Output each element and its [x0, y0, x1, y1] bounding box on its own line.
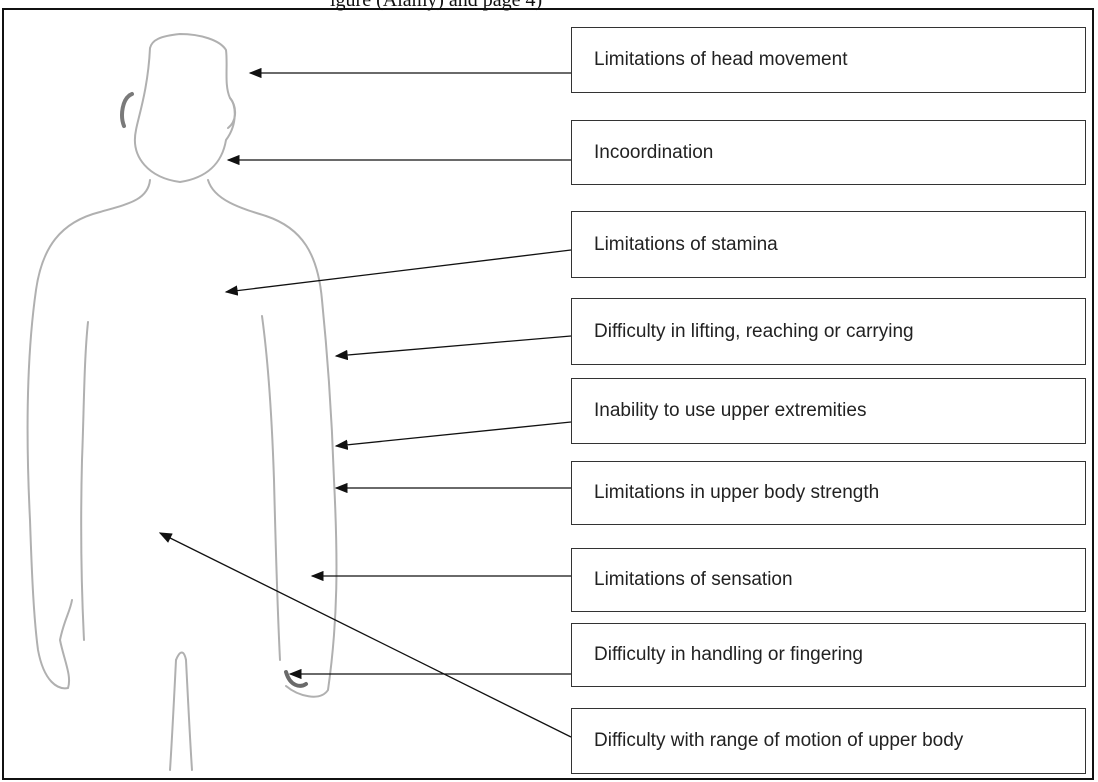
left-ear-outline — [122, 94, 132, 126]
label-head-movement: Limitations of head movement — [571, 27, 1086, 93]
label-incoordination: Incoordination — [571, 120, 1086, 185]
left-leg-line — [170, 660, 176, 770]
left-body-outline — [28, 180, 150, 688]
right-leg-line — [186, 660, 192, 770]
right-torso-line — [262, 316, 280, 660]
arrow-range-of-motion — [160, 533, 571, 737]
label-sensation: Limitations of sensation — [571, 548, 1086, 612]
crotch-line — [176, 653, 186, 661]
arrow-upper-extremities — [336, 422, 571, 446]
label-lifting-reaching-carrying: Difficulty in lifting, reaching or carry… — [571, 298, 1086, 365]
label-range-of-motion: Difficulty with range of motion of upper… — [571, 708, 1086, 774]
head-outline — [135, 34, 235, 182]
label-stamina: Limitations of stamina — [571, 211, 1086, 278]
arrow-lifting — [336, 336, 571, 356]
label-upper-extremities: Inability to use upper extremities — [571, 378, 1086, 444]
left-torso-line — [81, 322, 88, 640]
arrow-stamina — [226, 250, 571, 292]
label-handling-fingering: Difficulty in handling or fingering — [571, 623, 1086, 687]
label-upper-body-strength: Limitations in upper body strength — [571, 461, 1086, 525]
